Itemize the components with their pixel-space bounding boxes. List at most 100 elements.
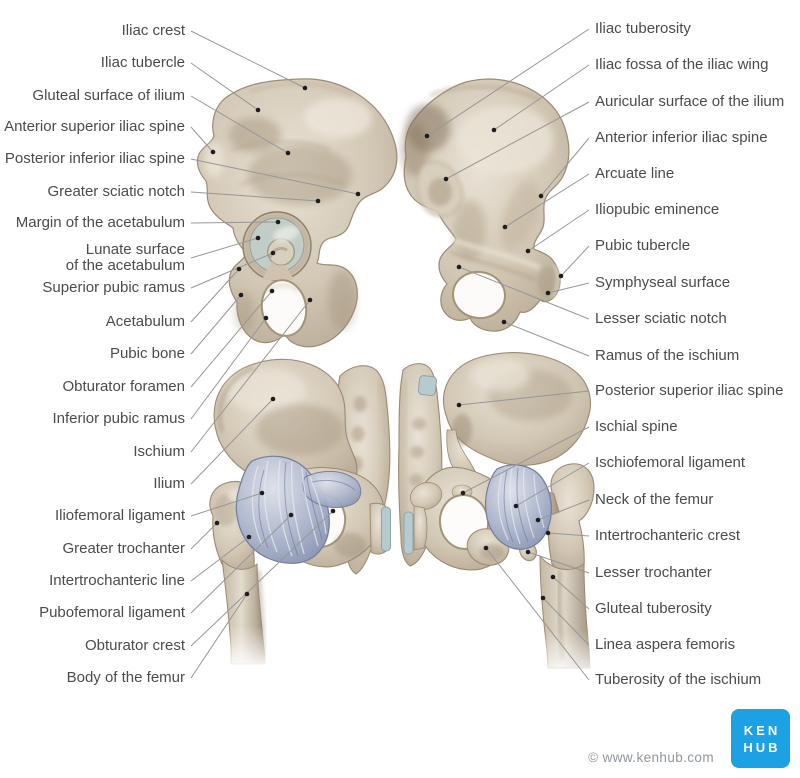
pelvis-posterior-view-illustration [209, 358, 391, 665]
label-dot [238, 292, 244, 298]
leader-line [426, 28, 590, 137]
hip-bone-lateral-view-illustration [196, 78, 398, 348]
label-item-right-12: Ischiofemoral ligament [595, 454, 746, 471]
leader-lines-layer [190, 28, 590, 681]
label-dot [270, 396, 276, 402]
label-dot [525, 248, 531, 254]
label-item-right-1: Iliac fossa of the iliac wing [595, 56, 769, 73]
label-dot [302, 85, 308, 91]
leader-line [540, 137, 590, 197]
leader-line [515, 462, 590, 507]
label-item-right-9: Ramus of the ischium [595, 347, 740, 364]
label-dot [483, 545, 489, 551]
label-dot [315, 198, 321, 204]
label-item-right-18: Tuberosity of the ischium [595, 671, 762, 688]
leader-line [537, 499, 590, 521]
leader-line [527, 209, 590, 252]
label-item-left-10: Pubic bone [109, 345, 185, 362]
leader-line [504, 173, 590, 228]
leader-line [503, 321, 590, 357]
leader-line [547, 532, 590, 537]
label-item-left-4: Posterior inferior iliac spine [4, 150, 185, 167]
leader-line [547, 282, 590, 294]
label-dot [263, 315, 269, 321]
label-item-right-11: Ischial spine [595, 418, 678, 435]
label-dot [270, 250, 276, 256]
label-dot [540, 595, 546, 601]
label-item-right-6: Pubic tubercle [595, 237, 691, 254]
leader-line [458, 390, 590, 406]
kenhub-logo-line1: KEN [743, 722, 781, 738]
leader-line [560, 245, 590, 277]
leader-line [190, 95, 289, 154]
label-item-left-7: Lunate surface of the acetabulum [65, 241, 185, 274]
label-item-right-5: Iliopubic eminence [595, 201, 720, 218]
leader-line [190, 221, 279, 224]
label-dot [456, 402, 462, 408]
hip-bone-medial-view-illustration [401, 78, 570, 332]
leader-line [458, 266, 590, 320]
label-item-left-19: Obturator crest [84, 637, 185, 654]
kenhub-logo: KEN HUB [731, 709, 790, 768]
label-dot [355, 191, 361, 197]
label-item-right-13: Neck of the femur [595, 491, 714, 508]
leader-line [542, 597, 590, 646]
copyright-text: © www.kenhub.com [588, 750, 714, 765]
leader-line [493, 64, 590, 131]
leader-line [190, 299, 311, 453]
label-item-left-8: Superior pubic ramus [42, 279, 185, 296]
label-dot [558, 273, 564, 279]
label-dot [456, 264, 462, 270]
label-dot [545, 530, 551, 536]
label-item-left-14: Ilium [153, 475, 185, 492]
label-dot [491, 127, 497, 133]
label-item-left-15: Iliofemoral ligament [54, 507, 185, 524]
label-item-right-8: Lesser sciatic notch [595, 310, 727, 327]
label-dot [525, 549, 531, 555]
leader-line [462, 426, 590, 494]
leader-line [190, 510, 334, 647]
label-dot [288, 512, 294, 518]
label-item-right-15: Lesser trochanter [595, 564, 712, 581]
leader-line [190, 191, 319, 202]
pelvis-anterior-view-illustration [398, 352, 595, 669]
leader-line [190, 268, 240, 323]
leader-line [190, 593, 248, 679]
leader-line [527, 551, 590, 574]
label-item-left-17: Intertrochanteric line [49, 572, 185, 589]
leader-line [190, 317, 267, 420]
label-dot [236, 266, 242, 272]
leader-line [190, 252, 274, 289]
label-item-left-5: Greater sciatic notch [47, 183, 185, 200]
label-item-left-6: Margin of the acetabulum [15, 214, 185, 231]
label-item-left-13: Ischium [133, 443, 185, 460]
label-dot [285, 150, 291, 156]
label-dot [244, 591, 250, 597]
label-item-left-16: Greater trochanter [62, 540, 185, 557]
label-dot [259, 490, 265, 496]
label-dot [210, 149, 216, 155]
label-item-left-1: Iliac tubercle [100, 54, 185, 71]
label-item-right-0: Iliac tuberosity [595, 20, 691, 37]
leader-line [190, 62, 259, 111]
label-dot [460, 490, 466, 496]
label-dot [513, 503, 519, 509]
label-item-right-2: Auricular surface of the ilium [595, 93, 785, 110]
label-dot [214, 520, 220, 526]
label-item-left-11: Obturator foramen [62, 378, 185, 395]
label-item-right-4: Arcuate line [595, 165, 675, 182]
leader-line [445, 101, 590, 180]
leader-line [190, 492, 263, 517]
leader-line [190, 126, 214, 153]
label-item-left-3: Anterior superior iliac spine [4, 118, 185, 135]
leader-line [190, 536, 250, 582]
leader-line [190, 294, 242, 355]
label-item-left-2: Gluteal surface of ilium [32, 87, 185, 104]
label-item-right-16: Gluteal tuberosity [595, 600, 712, 617]
label-dot [535, 517, 541, 523]
label-dot [269, 288, 275, 294]
label-dot [538, 193, 544, 199]
label-item-right-7: Symphyseal surface [595, 274, 731, 291]
